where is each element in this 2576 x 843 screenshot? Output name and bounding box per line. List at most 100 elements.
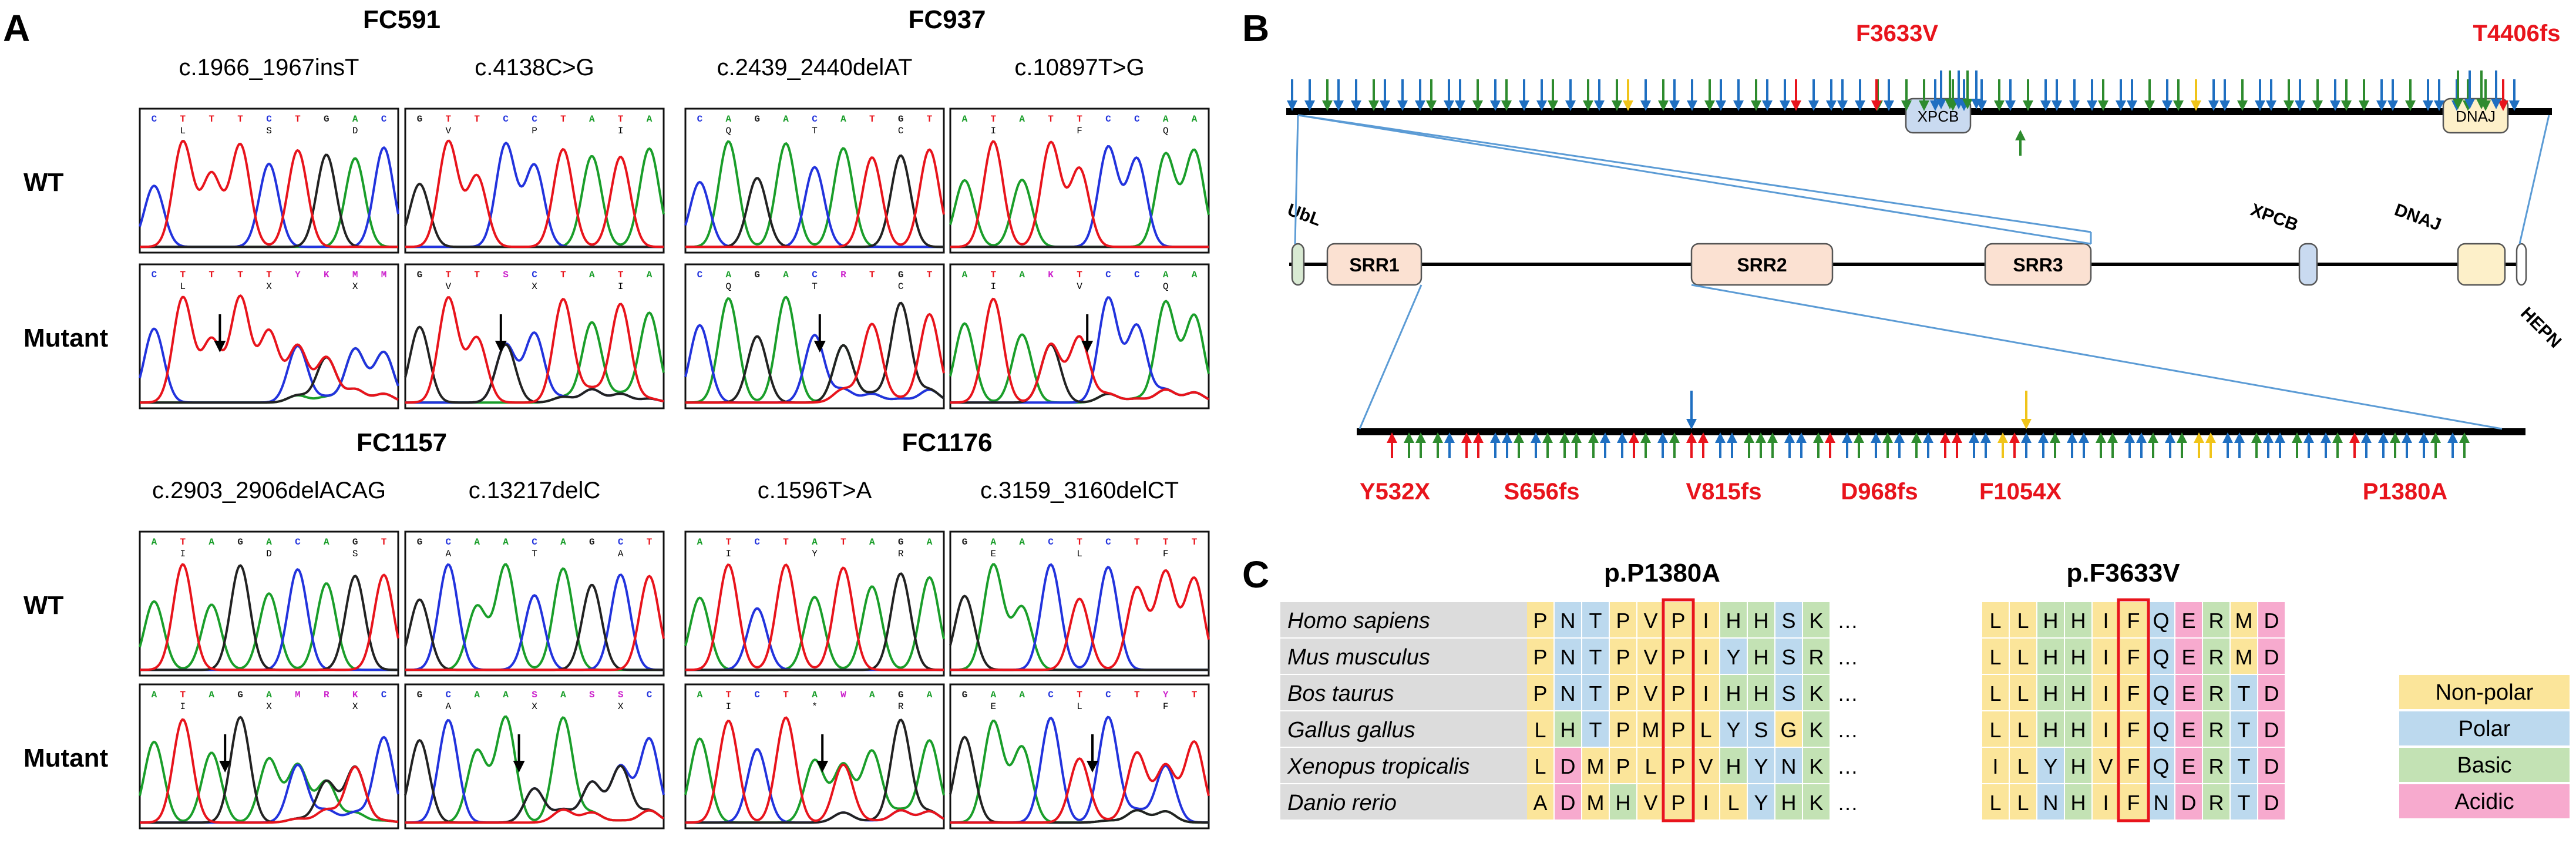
amino-acid: R (898, 701, 904, 712)
residue-letter: V (1643, 645, 1657, 669)
residue-letter: P (1616, 645, 1630, 669)
base-call: C (152, 270, 157, 280)
ellipsis: … (1837, 681, 1858, 706)
variant-arrowhead (1490, 432, 1501, 443)
residue-cell (2258, 639, 2285, 674)
variant-arrowhead (2284, 100, 2294, 111)
mutant-chromatogram-frame (684, 683, 945, 829)
base-call: T (647, 537, 653, 548)
species-label-bg (1280, 711, 1527, 747)
base-call: T (1077, 114, 1082, 125)
base-call: A (647, 114, 653, 125)
residue-cell (1527, 639, 1553, 674)
conserved-highlight (1662, 598, 1695, 822)
residue-cell (2175, 639, 2202, 674)
residue-letter: F (2127, 791, 2140, 815)
residue-cell (2175, 602, 2202, 637)
variant-arrowhead (2148, 432, 2158, 443)
mutation-arrowhead (513, 761, 525, 773)
residue-cell (1555, 639, 1581, 674)
base-call: A (1192, 114, 1198, 125)
base-call: S (618, 690, 624, 700)
variant-arrowhead (1304, 100, 1315, 111)
mutation-label: Y532X (1360, 479, 1430, 505)
variant-arrowhead (2275, 432, 2285, 443)
residue-cell (1610, 602, 1636, 637)
base-call: G (962, 690, 968, 700)
variant-label: c.2439_2440delAT (717, 55, 913, 80)
base-call: A (1163, 270, 1169, 280)
variant-arrowhead (1548, 100, 1558, 111)
residue-cell (1693, 748, 1719, 783)
mutant-chromatogram-frame (404, 263, 665, 409)
base-call: A (812, 537, 818, 548)
residue-letter: P (1671, 609, 1685, 633)
residue-letter: P (1533, 609, 1547, 633)
variant-arrowhead (2491, 99, 2501, 109)
amino-acid: Q (726, 126, 732, 136)
base-call: A (474, 690, 480, 700)
residue-letter: L (2017, 718, 2029, 742)
variant-arrowhead (1911, 432, 1922, 443)
base-call: T (927, 270, 933, 280)
base-call: G (898, 537, 904, 548)
panel-letter: C (1242, 553, 1269, 596)
variant-arrowhead (2208, 100, 2219, 111)
base-call: A (352, 114, 358, 125)
variant-arrowhead (1514, 432, 1524, 443)
variant-arrowhead (1894, 432, 1905, 443)
residue-letter: P (1671, 645, 1685, 669)
legend-label: Polar (2459, 717, 2511, 741)
variant-arrowhead (1583, 100, 1593, 111)
residue-letter: T (1589, 645, 1602, 669)
domain-label: XPCB (2248, 200, 2301, 236)
residue-cell (2231, 711, 2257, 747)
legend-label: Non-polar (2436, 680, 2534, 705)
base-call: G (417, 270, 423, 280)
amino-acid: C (898, 281, 904, 292)
base-call: K (352, 690, 358, 700)
base-call: G (754, 114, 760, 125)
residue-cell (2203, 675, 2229, 710)
residue-letter: P (1533, 645, 1547, 669)
residue-letter: Q (2153, 681, 2169, 706)
residue-letter: H (2071, 645, 2086, 669)
residue-cell (1982, 748, 2009, 783)
amino-acid: Q (1163, 281, 1169, 292)
residue-letter: P (1671, 791, 1685, 815)
base-call: A (152, 537, 157, 548)
trace-T (950, 569, 1210, 671)
variant-arrowhead (2009, 432, 2020, 443)
trace-T (685, 148, 945, 248)
residue-letter: I (1703, 791, 1709, 815)
domain-box (2457, 243, 2506, 286)
trace-T (140, 718, 399, 824)
base-call: C (754, 690, 760, 700)
residue-letter: G (1780, 718, 1797, 742)
variant-arrowhead (1971, 99, 1982, 109)
variant-arrowhead (2295, 100, 2305, 111)
residue-cell (2037, 675, 2064, 710)
base-call: A (783, 270, 789, 280)
variant-arrowhead (1519, 100, 1529, 111)
variant-arrowhead (1565, 100, 1576, 111)
variant-arrowhead (1936, 99, 1946, 109)
residue-letter: Q (2153, 609, 2169, 633)
base-call: C (381, 690, 387, 700)
mutation-label: T4406fs (2473, 21, 2561, 46)
residue-cell (2010, 675, 2036, 710)
trace-T (685, 313, 945, 404)
mutation-label: D968fs (1841, 479, 1918, 505)
amino-acid: I (726, 549, 732, 559)
residue-cell (1555, 675, 1581, 710)
zoom-connector (1297, 114, 2091, 245)
residue-letter: H (2043, 681, 2059, 706)
residue-cell (1610, 675, 1636, 710)
variant-arrowhead (2087, 100, 2097, 111)
amino-acid: R (898, 549, 904, 559)
variant-arrowhead (2312, 100, 2323, 111)
base-call: A (991, 690, 997, 700)
amino-acid: F (1077, 126, 1082, 136)
